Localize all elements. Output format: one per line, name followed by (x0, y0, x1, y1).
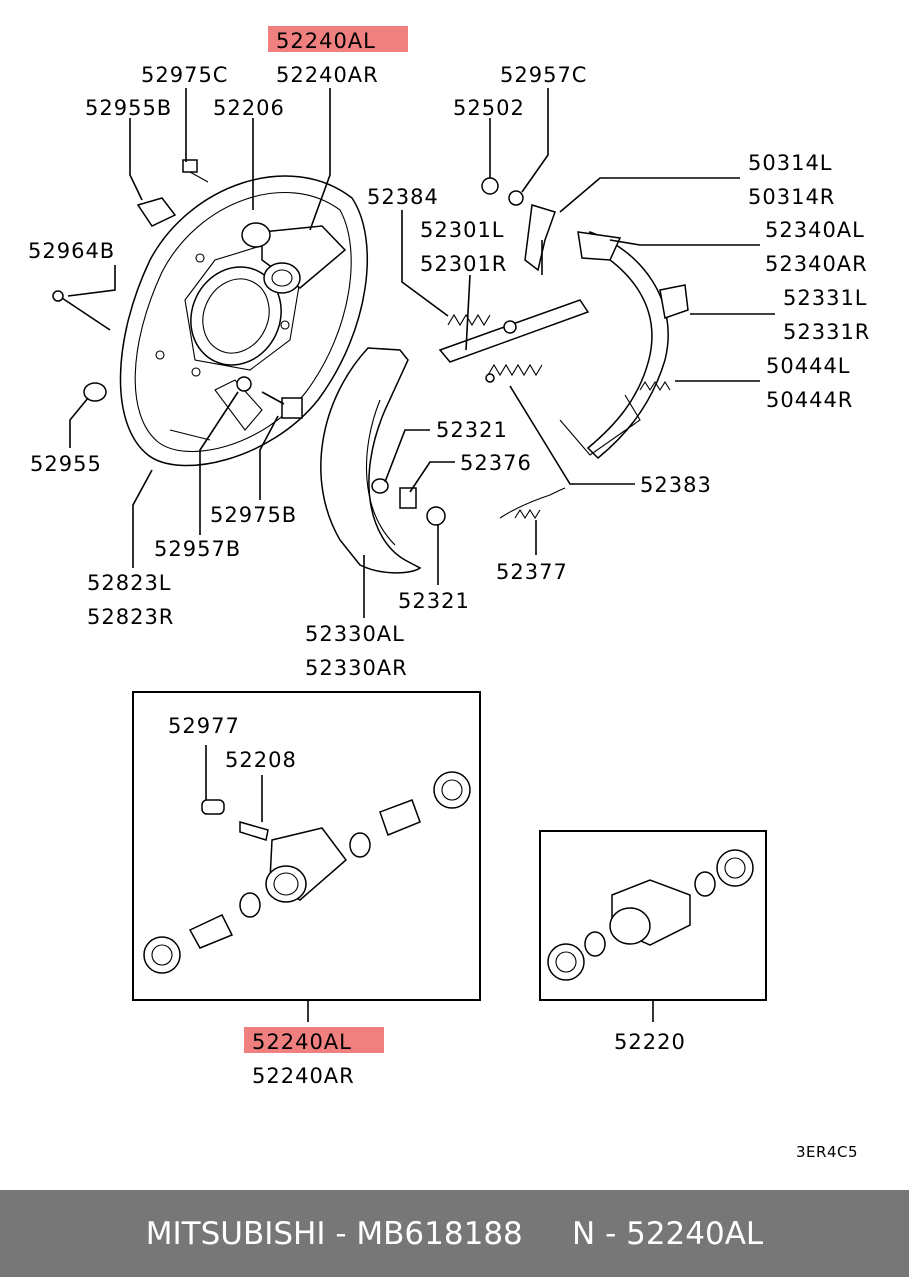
retainer-52321-upper (371, 478, 389, 494)
nut-52502 (481, 177, 499, 195)
label-50444L: 50444L (766, 354, 851, 378)
label-52321-upper: 52321 (436, 418, 508, 442)
label-52977: 52977 (168, 714, 240, 738)
lever-50314 (524, 204, 556, 272)
label-52330AL: 52330AL (305, 622, 405, 646)
label-52955: 52955 (30, 452, 102, 476)
label-52240AR-top: 52240AR (276, 63, 379, 87)
spring-50444 (639, 380, 671, 392)
label-52957C: 52957C (500, 63, 587, 87)
label-52321-lower: 52321 (398, 589, 470, 613)
wheel-cylinder-52220-box (539, 830, 767, 1022)
highlight-box-top (268, 26, 408, 52)
footer-bar: MITSUBISHI - MB618188 N - 52240AL (0, 1190, 909, 1277)
highlight-box-bottom (244, 1027, 384, 1053)
footer-text: MITSUBISHI - MB618188 N - 52240AL (145, 1215, 764, 1252)
brake-shoe-right (559, 231, 669, 460)
label-52964B: 52964B (28, 239, 115, 263)
label-52240AL-bottom: 52240AL (252, 1030, 352, 1054)
label-52301L: 52301L (420, 218, 505, 242)
label-52330AR: 52330AR (305, 656, 408, 680)
retainer-52321-lower (426, 506, 446, 526)
label-52208: 52208 (225, 748, 297, 772)
label-52240AL-top: 52240AL (276, 29, 376, 53)
label-52220: 52220 (614, 1030, 686, 1054)
clip-52331 (659, 284, 689, 319)
wheel-cylinder-kit-box (132, 691, 481, 1022)
label-52383: 52383 (640, 473, 712, 497)
label-52975B: 52975B (210, 503, 297, 527)
leader-lines-upper (67, 88, 775, 618)
label-50444R: 50444R (766, 388, 853, 412)
label-52957B: 52957B (154, 537, 241, 561)
label-52376: 52376 (460, 451, 532, 475)
diagram-code: 3ER4C5 (796, 1143, 858, 1161)
label-52340AR: 52340AR (765, 252, 868, 276)
nipple-52957B (236, 376, 252, 392)
brake-shoe-52330A (320, 347, 422, 574)
label-52340AL: 52340AL (765, 218, 865, 242)
label-52331R: 52331R (783, 320, 870, 344)
label-50314L: 50314L (748, 151, 833, 175)
wheel-cylinder-on-plate (241, 222, 347, 294)
label-52384: 52384 (367, 185, 439, 209)
bolt-52975B (261, 391, 303, 419)
label-52502: 52502 (453, 96, 525, 120)
label-52301R: 52301R (420, 252, 507, 276)
bolt-52964B (52, 290, 111, 331)
bleeder-cap-52955B (136, 197, 177, 227)
label-52331L: 52331L (783, 286, 868, 310)
label-52206: 52206 (213, 96, 285, 120)
plug-52955 (83, 382, 107, 402)
label-52240AR-bottom: 52240AR (252, 1064, 355, 1088)
adjuster-52301 (438, 299, 590, 383)
brake-exploded-diagram: 52240AL 52975C 52240AR 52957C 52955B 522… (28, 26, 870, 1161)
label-52955B: 52955B (85, 96, 172, 120)
label-52377: 52377 (496, 560, 568, 584)
label-52975C: 52975C (141, 63, 228, 87)
spring-52376 (399, 487, 417, 509)
bleeder-screw-52975C (182, 159, 209, 183)
spring-52377 (499, 487, 566, 520)
washer-52957C (508, 190, 524, 206)
label-52823L: 52823L (87, 571, 172, 595)
lever-52340A (577, 231, 622, 261)
label-50314R: 50314R (748, 185, 835, 209)
label-52823R: 52823R (87, 605, 174, 629)
